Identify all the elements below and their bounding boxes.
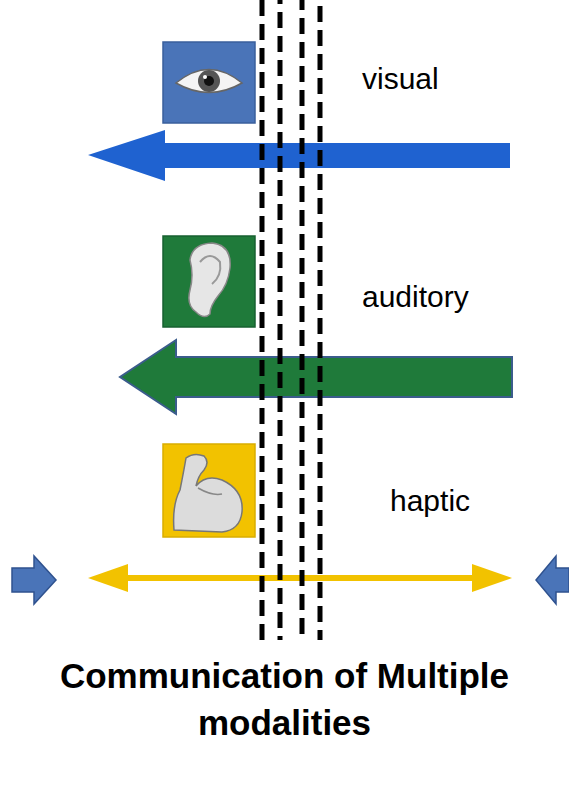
push-arrow: [536, 556, 569, 604]
boundary-lines: [262, 0, 320, 640]
modality-label: visual: [362, 62, 439, 95]
modality-label: haptic: [390, 484, 470, 517]
auditory-arrow: [120, 340, 512, 414]
caption: Communication of Multiple modalities: [0, 652, 569, 746]
modality-label: auditory: [362, 280, 469, 313]
visual-arrow: [88, 130, 510, 181]
ear-icon: [163, 236, 255, 327]
muscle-icon: [163, 444, 255, 537]
push-arrow: [12, 556, 56, 604]
eye-icon: [163, 42, 255, 123]
